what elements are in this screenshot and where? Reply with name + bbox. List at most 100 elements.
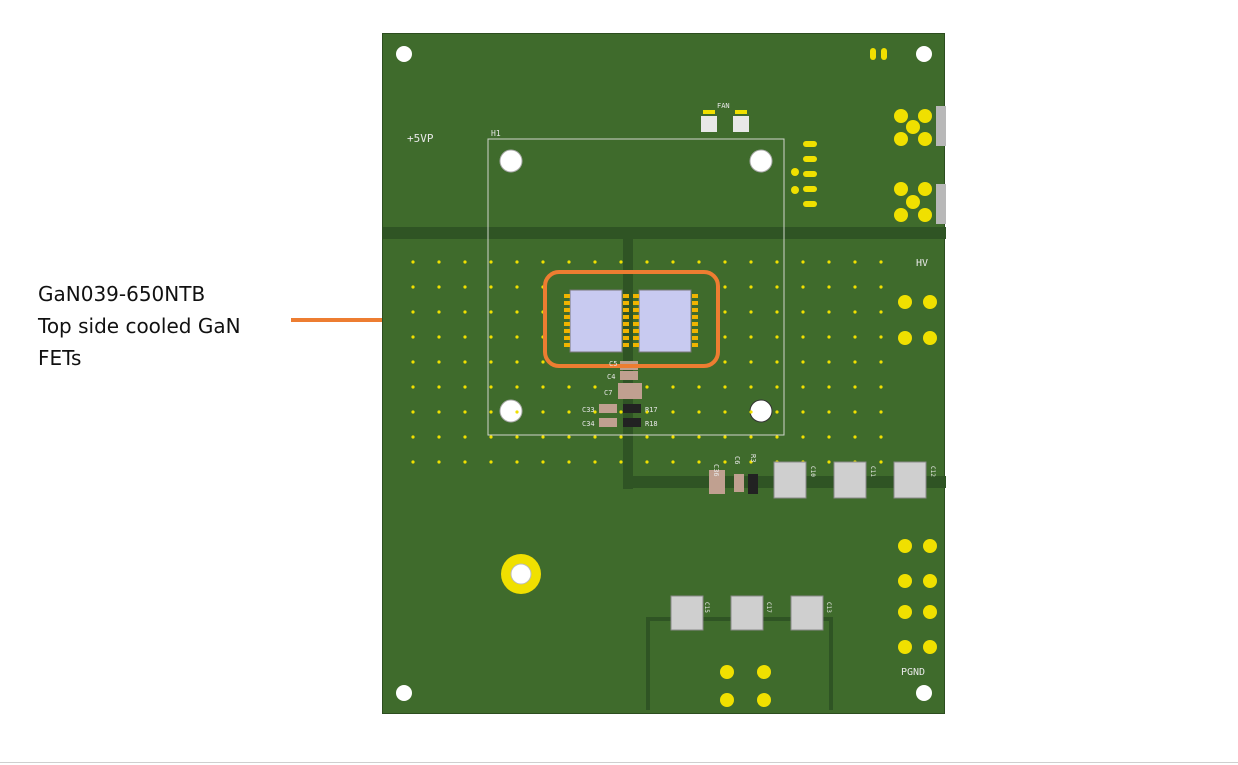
via <box>801 310 805 314</box>
via <box>515 360 519 364</box>
via <box>853 360 857 364</box>
via <box>853 385 857 389</box>
via <box>541 435 545 439</box>
via <box>463 285 467 289</box>
fet-annotation: GaN039-650NTB Top side cooled GaN FETs <box>38 278 298 374</box>
via <box>697 260 701 264</box>
fet-pin <box>692 343 698 347</box>
via <box>723 435 727 439</box>
fet-pin <box>623 329 629 333</box>
via <box>853 310 857 314</box>
via <box>515 385 519 389</box>
via <box>567 260 571 264</box>
via <box>437 360 441 364</box>
via <box>411 310 415 314</box>
via <box>801 285 805 289</box>
via <box>515 335 519 339</box>
via <box>853 285 857 289</box>
fet-pin <box>564 329 570 333</box>
via <box>515 310 519 314</box>
via <box>515 410 519 414</box>
via <box>593 385 597 389</box>
via <box>879 360 883 364</box>
via <box>827 460 831 464</box>
via <box>749 460 753 464</box>
via <box>437 285 441 289</box>
via <box>879 285 883 289</box>
via <box>775 385 779 389</box>
via <box>697 410 701 414</box>
via <box>619 435 623 439</box>
fet-pin <box>633 308 639 312</box>
small-smd-parts <box>599 361 758 494</box>
via <box>593 460 597 464</box>
via <box>541 410 545 414</box>
via <box>671 260 675 264</box>
via <box>827 310 831 314</box>
fet-pin <box>623 322 629 326</box>
hv-terminal-pads <box>720 295 937 707</box>
via <box>463 460 467 464</box>
fet-pin <box>692 322 698 326</box>
fet-pin <box>633 329 639 333</box>
via <box>437 460 441 464</box>
via <box>801 360 805 364</box>
fet-highlight-box <box>543 270 720 368</box>
label-c15: C15 <box>703 602 710 613</box>
via <box>645 410 649 414</box>
label-r17: R17 <box>645 406 658 414</box>
annotation-line-3: FETs <box>38 346 82 370</box>
via <box>827 360 831 364</box>
via <box>749 335 753 339</box>
via <box>463 360 467 364</box>
via <box>489 435 493 439</box>
via <box>515 460 519 464</box>
via <box>411 260 415 264</box>
via <box>489 310 493 314</box>
label-c36: C36 <box>712 464 720 477</box>
fet-pin <box>633 336 639 340</box>
via <box>411 335 415 339</box>
via <box>541 460 545 464</box>
via <box>723 310 727 314</box>
via <box>801 385 805 389</box>
via <box>827 435 831 439</box>
via <box>775 260 779 264</box>
via <box>437 410 441 414</box>
sma-connectors <box>894 106 946 224</box>
fet-pin <box>564 336 570 340</box>
label-c33: C33 <box>582 406 595 414</box>
fet-pin <box>692 294 698 298</box>
via <box>411 285 415 289</box>
via <box>645 260 649 264</box>
via <box>723 460 727 464</box>
fet-pin <box>623 308 629 312</box>
via <box>671 460 675 464</box>
lower-trace-outline <box>646 617 833 710</box>
via <box>437 435 441 439</box>
label-c13: C13 <box>825 602 832 613</box>
via <box>749 260 753 264</box>
via <box>463 410 467 414</box>
via <box>697 435 701 439</box>
label-c6: C6 <box>733 456 741 464</box>
annotation-line-1: GaN039-650NTB <box>38 282 206 306</box>
via <box>775 360 779 364</box>
via <box>489 260 493 264</box>
fet-pin <box>692 329 698 333</box>
via <box>567 460 571 464</box>
via <box>723 410 727 414</box>
via <box>437 335 441 339</box>
via <box>749 285 753 289</box>
via <box>853 335 857 339</box>
fan-pad-2 <box>733 116 749 132</box>
via <box>515 260 519 264</box>
via <box>645 460 649 464</box>
via <box>723 260 727 264</box>
via <box>463 435 467 439</box>
via <box>515 435 519 439</box>
label-c5: C5 <box>609 360 617 368</box>
via <box>775 310 779 314</box>
label-h1: H1 <box>491 129 501 138</box>
via <box>723 335 727 339</box>
